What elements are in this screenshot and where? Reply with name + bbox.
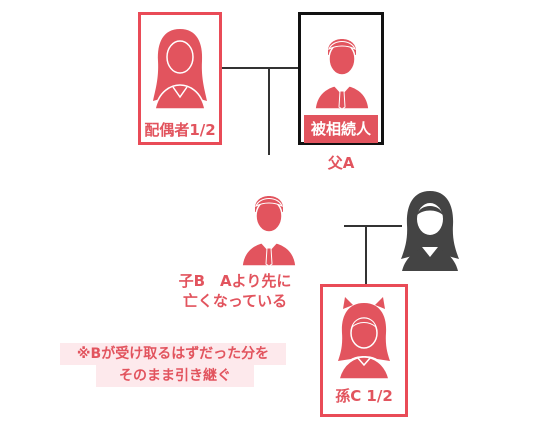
spouse-label: 配偶者1/2 — [144, 121, 216, 139]
grandchild-c-label: 孫C 1/2 — [335, 387, 393, 405]
decedent-badge: 被相続人 — [304, 115, 378, 143]
spouse-box: 配偶者1/2 — [138, 12, 222, 145]
female-avatar-icon — [396, 185, 464, 271]
female-avatar-icon — [147, 21, 213, 109]
grandchild-c-box: 孫C 1/2 — [320, 284, 408, 417]
girl-avatar-icon — [331, 295, 397, 379]
marriage-line — [222, 67, 298, 69]
child-marriage-line — [344, 225, 402, 227]
child-b-line2: 亡くなっている — [182, 292, 288, 310]
descent-line — [268, 67, 270, 155]
grandchild-descent-line — [365, 225, 367, 285]
child-b-line1: 子B Aより先に — [178, 272, 292, 290]
note-line2: そのまま引き継ぐ — [96, 365, 254, 387]
male-avatar-icon — [309, 21, 375, 109]
note-line1: ※Bが受け取るはずだった分を — [60, 343, 286, 365]
male-avatar-icon — [236, 178, 302, 266]
decedent-name: 父A — [327, 154, 355, 172]
decedent-box: 被相続人 — [298, 12, 384, 145]
